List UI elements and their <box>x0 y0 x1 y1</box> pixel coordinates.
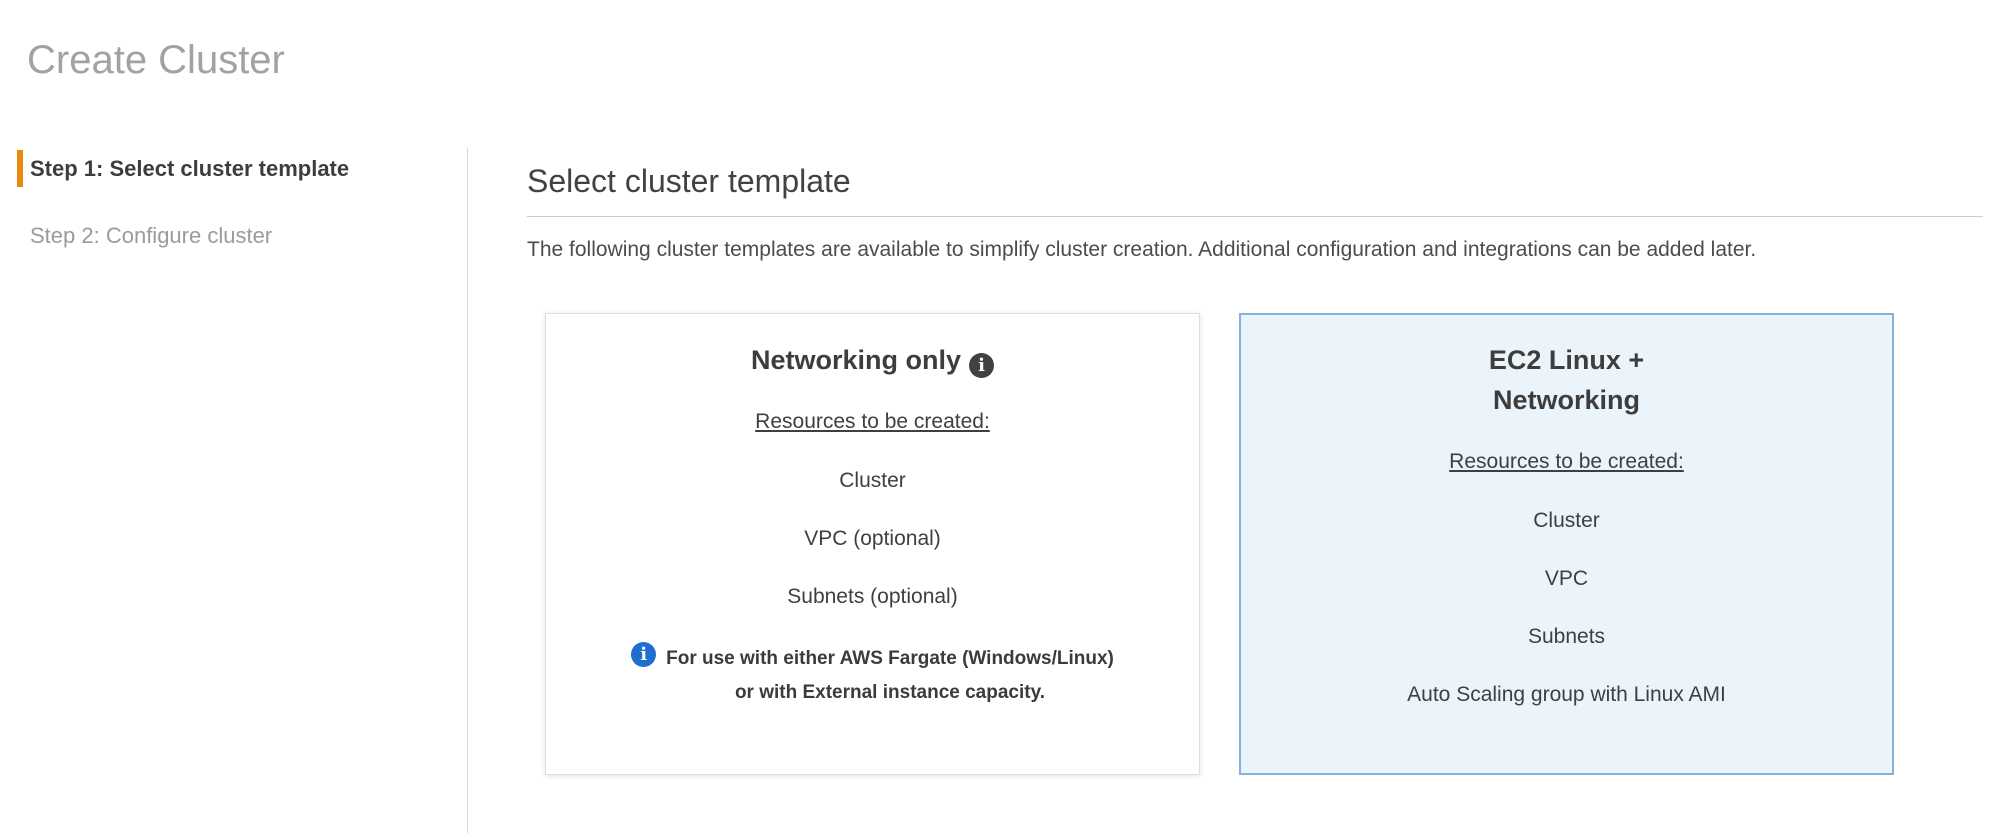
resource-item: VPC (optional) <box>804 527 941 550</box>
card-footnote: i For use with either AWS Fargate (Windo… <box>546 642 1199 710</box>
template-cards-row: Networking only i Resources to be created… <box>545 313 1983 775</box>
info-icon: i <box>631 642 657 667</box>
footnote-line-2: or with External instance capacity. <box>734 682 1046 703</box>
step-nav: Step 1: Select cluster template Step 2: … <box>0 150 467 254</box>
resource-item: Subnets <box>1527 625 1606 648</box>
resource-item: Auto Scaling group with Linux AMI <box>1407 683 1726 706</box>
resource-item: VPC <box>1544 567 1589 590</box>
card-networking-only-title-text: Networking only <box>750 345 961 375</box>
resources-label: Resources to be created: <box>755 410 990 433</box>
step-1-select-cluster-template[interactable]: Step 1: Select cluster template <box>17 150 467 187</box>
step-2-configure-cluster[interactable]: Step 2: Configure cluster <box>30 223 273 248</box>
footnote-line-1: For use with either AWS Fargate (Windows… <box>666 648 1114 669</box>
card-networking-only-title: Networking only i <box>546 340 1199 380</box>
resources-label: Resources to be created: <box>1449 450 1684 473</box>
card-ec2-linux-networking-title: EC2 Linux + Networking <box>1488 345 1645 415</box>
resource-item: Subnets (optional) <box>787 585 958 608</box>
section-heading: Select cluster template <box>527 163 851 199</box>
section-description: The following cluster templates are avai… <box>527 238 1757 261</box>
heading-divider <box>527 216 1983 217</box>
resource-item: Cluster <box>1533 509 1600 532</box>
main-content: Select cluster template The following cl… <box>527 152 1983 775</box>
card-ec2-linux-networking[interactable]: EC2 Linux + Networking Resources to be c… <box>1239 313 1894 775</box>
footnote-text: For use with either AWS Fargate (Windows… <box>666 642 1114 710</box>
info-icon[interactable]: i <box>969 353 994 378</box>
card-networking-only[interactable]: Networking only i Resources to be created… <box>545 313 1200 775</box>
vertical-divider <box>467 148 468 833</box>
resource-item: Cluster <box>839 469 906 492</box>
page-title: Create Cluster <box>27 38 285 82</box>
